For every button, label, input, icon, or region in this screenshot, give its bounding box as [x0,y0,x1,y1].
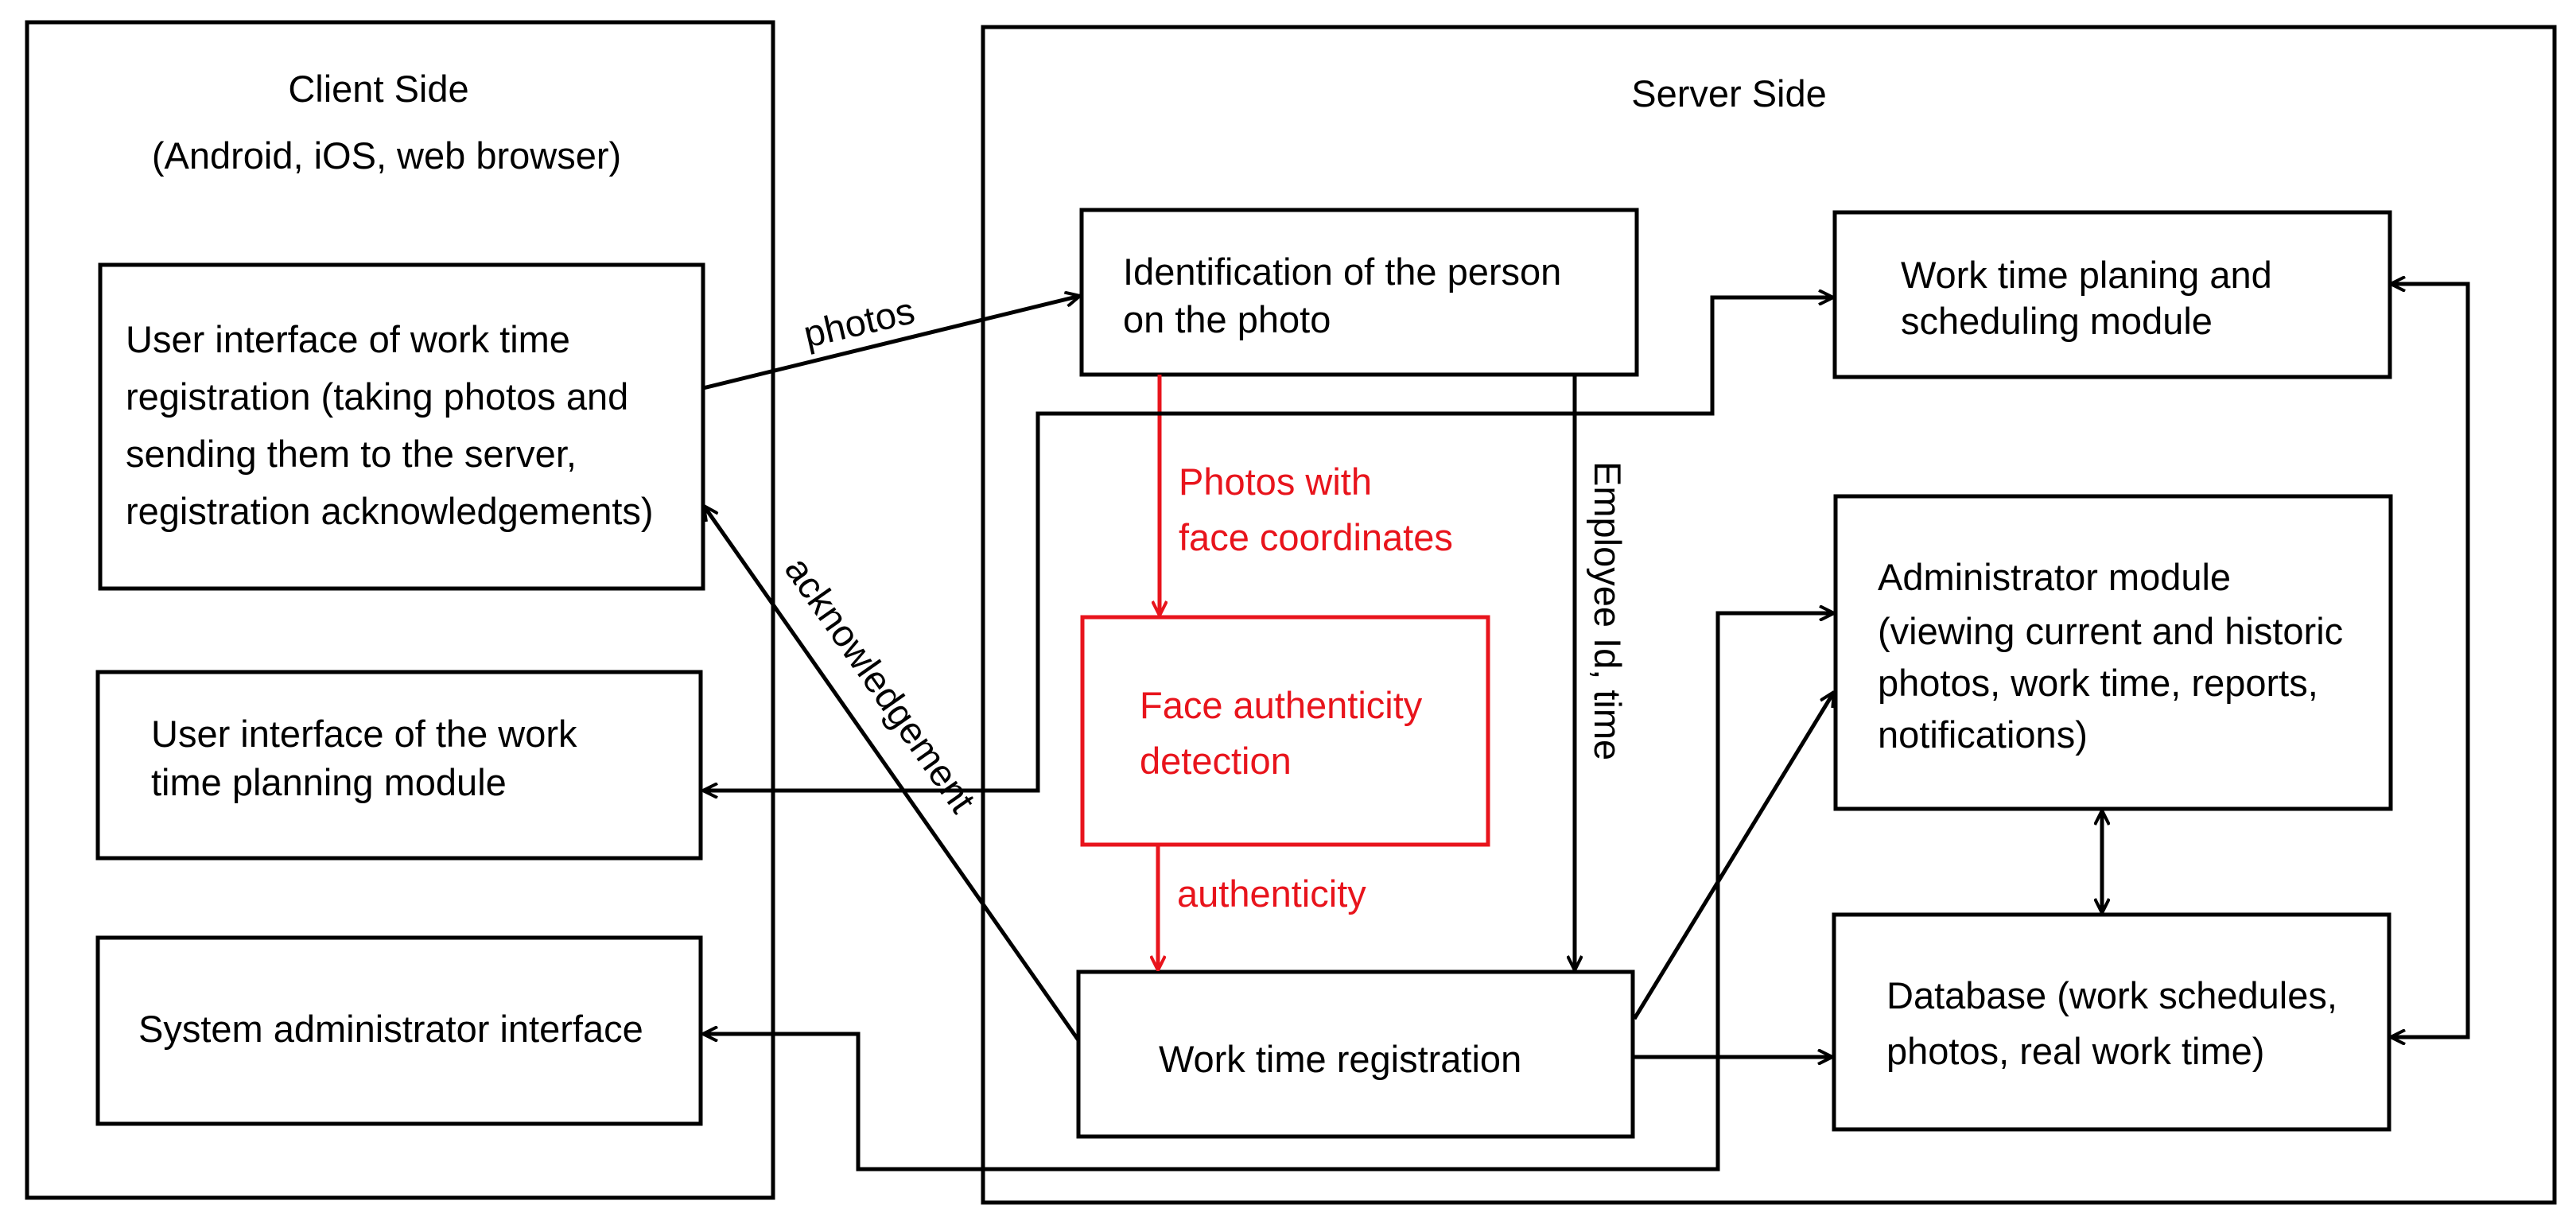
photos-with-coords-label: face coordinates [1179,516,1453,558]
admin-line: Administrator module [1878,556,2231,598]
photos-with-coords-label: Photos with [1179,460,1372,503]
sysadmin-ui-line: System administrator interface [138,1008,643,1050]
server-side-container [981,25,2557,1205]
acknowledgement-arrow [704,506,1081,1042]
planning-line: Work time planing and [1901,254,2272,296]
admin-line: photos, work time, reports, [1878,662,2318,704]
photos-label: photos [799,289,918,355]
admin-box: Administrator module (viewing current an… [1833,494,2393,811]
acknowledgement-label: acknowledgement [777,549,985,820]
photos-arrow [702,296,1080,391]
planning-line: scheduling module [1901,300,2213,342]
to-planning-module-arrow [1710,297,1833,414]
to-sysadmin-ui-connector [703,613,1720,1172]
identification-box: Identification of the person on the phot… [1079,208,1639,377]
face-detection-line: Face authenticity [1140,684,1423,726]
planning-ui-line: time planning module [151,761,507,803]
authenticity-label: authenticity [1177,872,1366,915]
registration-ui-box: User interface of work time registration… [98,262,705,591]
planning-ui-line: User interface of the work [151,713,577,755]
to-admin-module-arrow [1715,613,1834,795]
registration-ui-line: registration (taking photos and [126,375,628,418]
face-detection-box: Face authenticity detection [1080,615,1490,847]
employee-id-label: Employee Id, time [1587,461,1629,760]
registration-ui-line: sending them to the server, [126,433,577,475]
planning-box: Work time planing and scheduling module [1832,210,2392,379]
identification-line: on the photo [1123,298,1331,340]
registration-ui-line: registration acknowledgements) [126,490,654,532]
sysadmin-ui-box: System administrator interface [95,935,703,1126]
database-line: Database (work schedules, [1886,974,2337,1016]
database-line: photos, real work time) [1886,1030,2264,1072]
server-side-title: Server Side [1631,72,1827,115]
planning-ui-box: User interface of the work time planning… [95,670,703,861]
registration-box: Work time registration [1076,969,1635,1139]
registration-ui-line: User interface of work time [126,318,570,360]
admin-line: notifications) [1878,713,2088,756]
client-side-title: Client Side [288,68,468,110]
registration-to-admin-arrow [1632,692,1834,1020]
identification-line: Identification of the person [1123,251,1561,293]
client-side-subtitle: (Android, iOS, web browser) [152,134,621,177]
client-side-container [25,20,775,1200]
database-planning-arrow [2391,284,2470,1037]
database-box: Database (work schedules, photos, real w… [1832,912,2391,1132]
face-detection-line: detection [1140,740,1292,782]
registration-line: Work time registration [1159,1038,1521,1080]
admin-line: (viewing current and historic [1878,610,2343,652]
